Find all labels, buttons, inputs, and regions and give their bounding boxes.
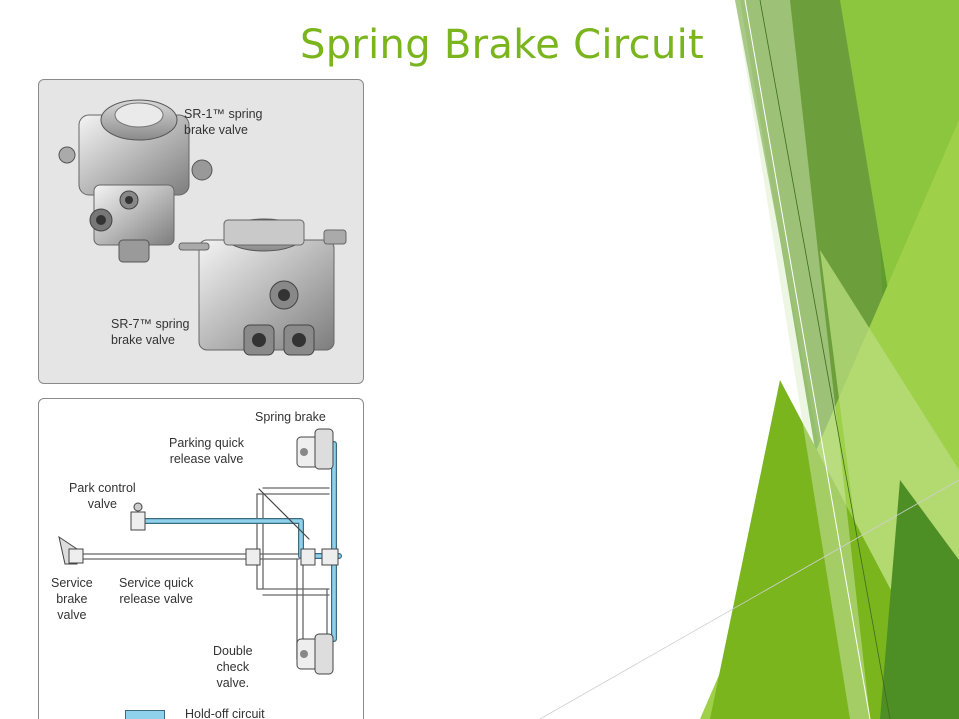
- slide-title: Spring Brake Circuit: [300, 22, 705, 68]
- spring-brake-label: Spring brake: [255, 410, 326, 424]
- legend-label: Hold-off circuit: [185, 707, 265, 719]
- circuit-diagram: [58, 428, 342, 675]
- sr1-label: SR-1™ spring brake valve: [184, 107, 263, 137]
- service-quick-release-label: Service quick release valve: [119, 576, 194, 606]
- hold-off-lines: [136, 441, 342, 642]
- service-brake-label: Service brake valve: [51, 576, 93, 622]
- circuit-diagram-panel: Spring brake Parking quick release valve…: [38, 398, 364, 719]
- double-check-valve-symbol: [300, 548, 316, 566]
- valve-photo-panel: SR-1™ spring brake valve SR-7™ spring br…: [38, 79, 364, 384]
- legend-swatch: [125, 710, 165, 719]
- spring-brake-chamber-top: [296, 428, 334, 470]
- sr7-label: SR-7™ spring brake valve: [111, 317, 190, 347]
- double-check-label: Double check valve.: [213, 644, 253, 690]
- spring-brake-chamber-bottom: [296, 633, 334, 675]
- sr7-valve-image: [178, 218, 347, 356]
- service-lines: [78, 487, 334, 660]
- junction-symbol: [321, 548, 339, 566]
- park-control-label: Park control valve: [69, 481, 136, 511]
- service-brake-valve-symbol: [58, 535, 84, 565]
- valve-photo-illustration: [58, 99, 347, 356]
- parking-quick-release-label: Parking quick release valve: [169, 436, 245, 466]
- sr1-valve-image: [58, 99, 213, 263]
- service-quick-release-symbol: [245, 548, 261, 566]
- park-control-valve-symbol: [130, 502, 146, 531]
